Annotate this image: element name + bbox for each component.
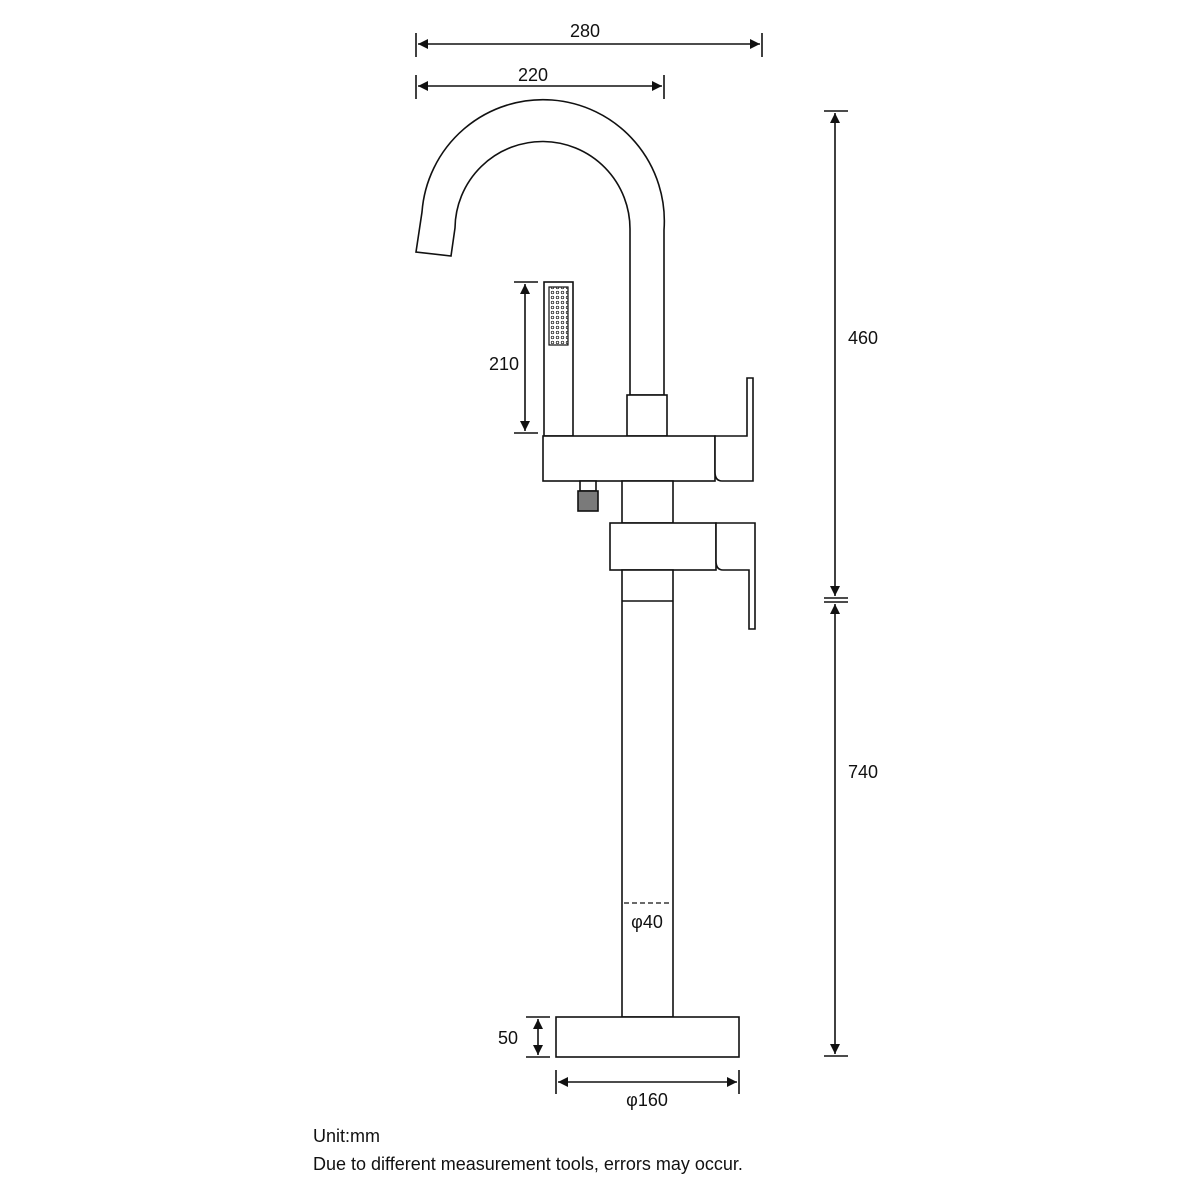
base-plate (555, 1016, 740, 1058)
label-50: 50 (498, 1028, 518, 1048)
unit-note: Unit:mm (313, 1126, 380, 1146)
dimension-740 (824, 601, 848, 1057)
dimension-220 (415, 75, 665, 99)
main-pipe (621, 569, 674, 1018)
label-280: 280 (570, 21, 600, 41)
lower-handle (715, 522, 756, 630)
dimension-210 (514, 281, 538, 434)
disclaimer-note: Due to different measurement tools, erro… (313, 1154, 743, 1174)
label-base-diameter: φ160 (626, 1090, 668, 1110)
label-740: 740 (848, 762, 878, 782)
hose-connector-top (579, 480, 597, 492)
label-220: 220 (518, 65, 548, 85)
upper-mixer-body (542, 435, 716, 482)
upper-handle (714, 377, 754, 482)
dimension-460 (824, 110, 848, 599)
dimension-280 (415, 33, 763, 57)
upper-pipe (621, 480, 674, 524)
spout (415, 98, 666, 396)
label-210: 210 (489, 354, 519, 374)
lower-mixer-body (609, 522, 717, 571)
dimension-50 (526, 1016, 550, 1058)
hose-connector (577, 490, 599, 512)
label-pipe-diameter: φ40 (631, 912, 663, 932)
hand-shower-nozzle (548, 286, 569, 346)
spout-collar (626, 394, 668, 437)
dimension-base-diameter (555, 1070, 740, 1094)
label-460: 460 (848, 328, 878, 348)
